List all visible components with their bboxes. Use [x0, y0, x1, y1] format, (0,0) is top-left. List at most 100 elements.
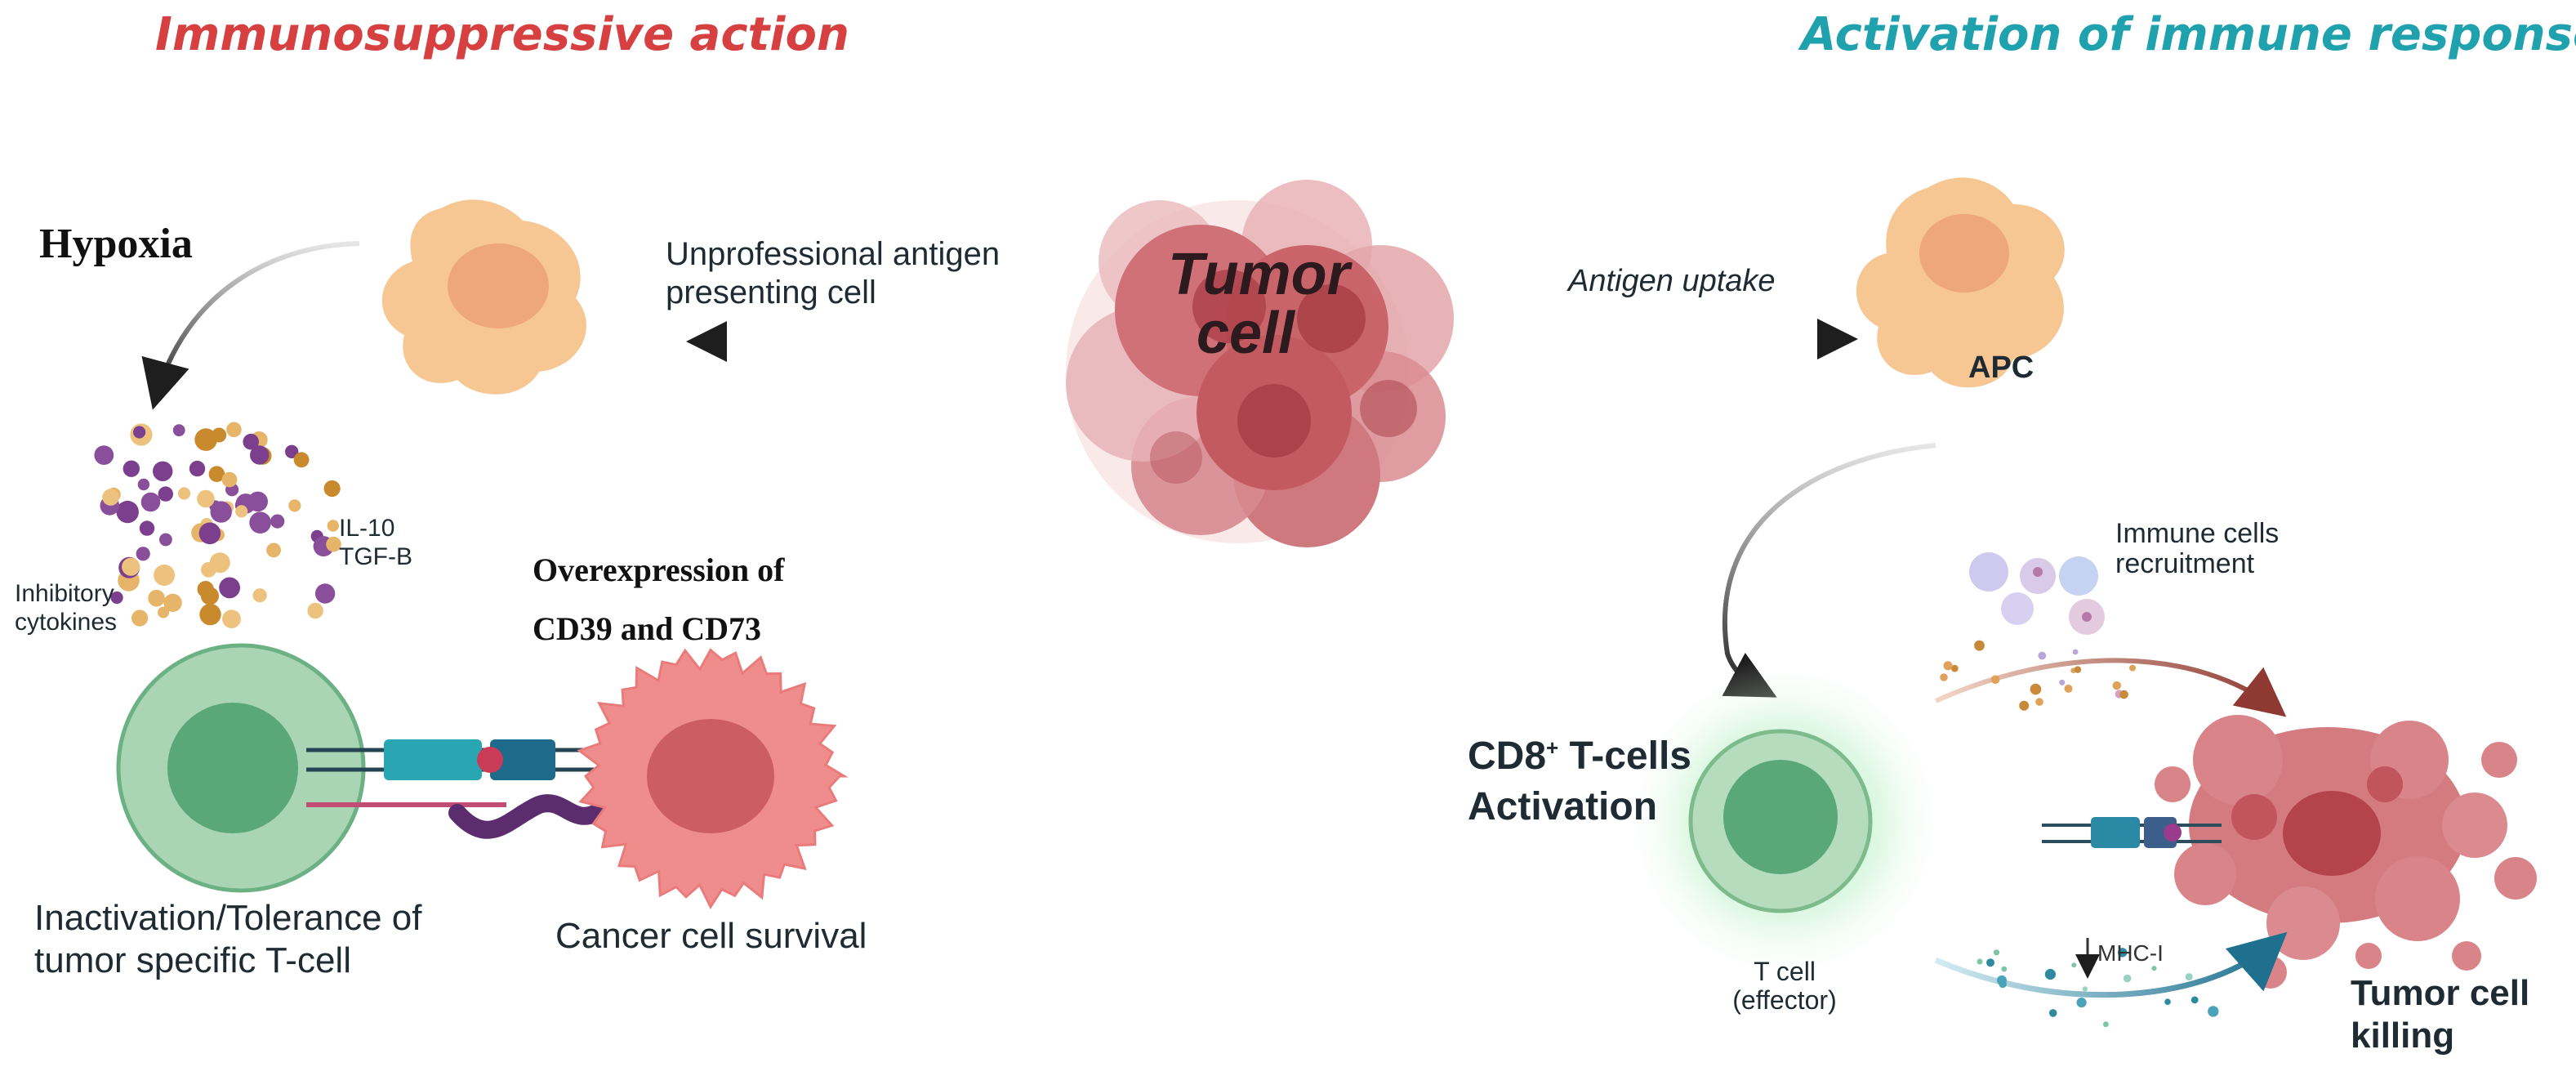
cytokine-dot [219, 577, 240, 599]
immune-cells-cluster [1969, 552, 2105, 635]
recruitment-dot [1990, 675, 2000, 685]
killing-dot [2076, 998, 2087, 1008]
cd8-text: CD8 [1468, 734, 1547, 778]
recruitment-particles [1940, 640, 2136, 711]
recruitment-dot [2030, 683, 2042, 695]
cd8-rest-text: T-cells [1558, 734, 1691, 778]
cancer-cell [577, 648, 849, 910]
cytokine-dot [293, 452, 310, 468]
recruitment-dot [2035, 698, 2043, 706]
tcr-mhc-complex [2042, 817, 2222, 848]
cytokine-dot [136, 547, 150, 561]
killing-dot [2001, 966, 2008, 972]
unprofessional-apc-cell [381, 199, 586, 395]
cytokine-dot [266, 542, 281, 558]
cytokine-dot [226, 422, 242, 438]
cytokine-dot [153, 461, 173, 481]
killing-dot [2071, 962, 2077, 968]
cytokine-dot [243, 433, 260, 450]
tumor-cell-cluster [1066, 180, 1454, 547]
killing-dot [2048, 1009, 2057, 1017]
cytokine-dot [209, 552, 230, 574]
killing-dot [1986, 958, 1994, 967]
killing-dot [2103, 1021, 2109, 1028]
cytokine-dot [285, 444, 299, 458]
hypoxia-arrow [141, 241, 360, 410]
cytokine-dot [247, 491, 269, 512]
cytokine-dot [123, 460, 140, 477]
killing-dot [2185, 973, 2193, 981]
cytokine-dot [200, 587, 219, 605]
recruitment-dot [1943, 661, 1953, 671]
cytokine-dot [326, 536, 341, 552]
tumor-cell-label: Tumor cell [1168, 242, 1350, 366]
killing-dot [2118, 948, 2128, 958]
cytokine-dot [199, 603, 221, 626]
cytokine-dot [197, 489, 215, 508]
cytokine-dot [221, 471, 238, 488]
cytokine-dot [122, 557, 140, 576]
recruitment-dot [2074, 666, 2082, 673]
cytokine-dot [110, 591, 123, 605]
inhibitory-cytokines-label: Inhibitory cytokines [15, 580, 118, 636]
cytokine-names-label: IL-10 TGF-B [339, 515, 412, 570]
heading-immunosuppressive: Immunosuppressive action [155, 8, 849, 61]
cytokine-dot [327, 520, 339, 532]
heading-immune-activation: Activation of immune response [1801, 8, 2576, 61]
killing-dot [2044, 968, 2056, 980]
recruitment-dot [2129, 664, 2136, 672]
cd8-superscript: + [1546, 735, 1559, 760]
inactive-t-cell [116, 643, 366, 893]
cytokine-dot [252, 588, 267, 603]
hypoxia-label: Hypoxia [39, 221, 193, 267]
killing-dot [2082, 986, 2088, 992]
cytokine-particles [94, 422, 341, 628]
cytokine-dot [177, 487, 191, 500]
recruitment-dot [1950, 664, 1959, 672]
recruitment-dot [1974, 640, 1985, 651]
killing-dot [1977, 958, 1983, 965]
killing-dot [1993, 949, 2000, 956]
recruitment-dot [2064, 684, 2073, 693]
cytokine-dot [131, 609, 149, 627]
recruitment-dot [2119, 690, 2128, 699]
overexpression-label: Overexpression of CD39 and CD73 [533, 551, 785, 647]
cytokine-dot [154, 565, 176, 586]
cytokine-dot [288, 499, 301, 512]
cytokine-dot [250, 445, 270, 465]
cd8-activation-word: Activation [1468, 785, 1658, 829]
cytokine-dot [116, 500, 139, 524]
killing-dot [2123, 974, 2132, 983]
recruitment-dot [2019, 700, 2030, 711]
effector-t-cell [1688, 729, 1873, 913]
cytokine-dot [159, 533, 172, 547]
cytokine-dot [148, 589, 165, 607]
apc-cell [1856, 177, 2065, 388]
cd8-activation-label: CD8+ T-cells Activation [1468, 731, 1691, 833]
antigen-uptake-label: Antigen uptake [1568, 264, 1776, 298]
cytokine-dot [222, 609, 241, 628]
killing-dot [2164, 998, 2171, 1005]
cytokine-dot [323, 480, 341, 498]
cancer-survival-label: Cancer cell survival [555, 916, 867, 956]
cytokine-dot [270, 514, 285, 529]
cytokine-dot [307, 602, 323, 619]
cytokine-dot [210, 501, 232, 523]
cytokine-dot [172, 424, 185, 436]
cytokine-dot [314, 583, 336, 604]
apc-label: APC [1968, 350, 2035, 385]
inactivation-label: Inactivation/Tolerance of tumor specific… [34, 898, 422, 980]
cytokine-dot [139, 520, 155, 536]
killing-dot [1997, 975, 2007, 985]
tumor-killing-label: Tumor cell killing [2351, 973, 2530, 1056]
apc-to-tcell-arrow [1722, 443, 1936, 698]
cytokine-dot [133, 426, 146, 439]
cytokine-dot [189, 460, 206, 477]
cytokine-dot [137, 478, 150, 491]
cytokine-dot [94, 445, 114, 465]
cytokine-dot [235, 505, 248, 518]
recruitment-dot [2038, 651, 2047, 660]
cytokine-dot [102, 489, 119, 506]
